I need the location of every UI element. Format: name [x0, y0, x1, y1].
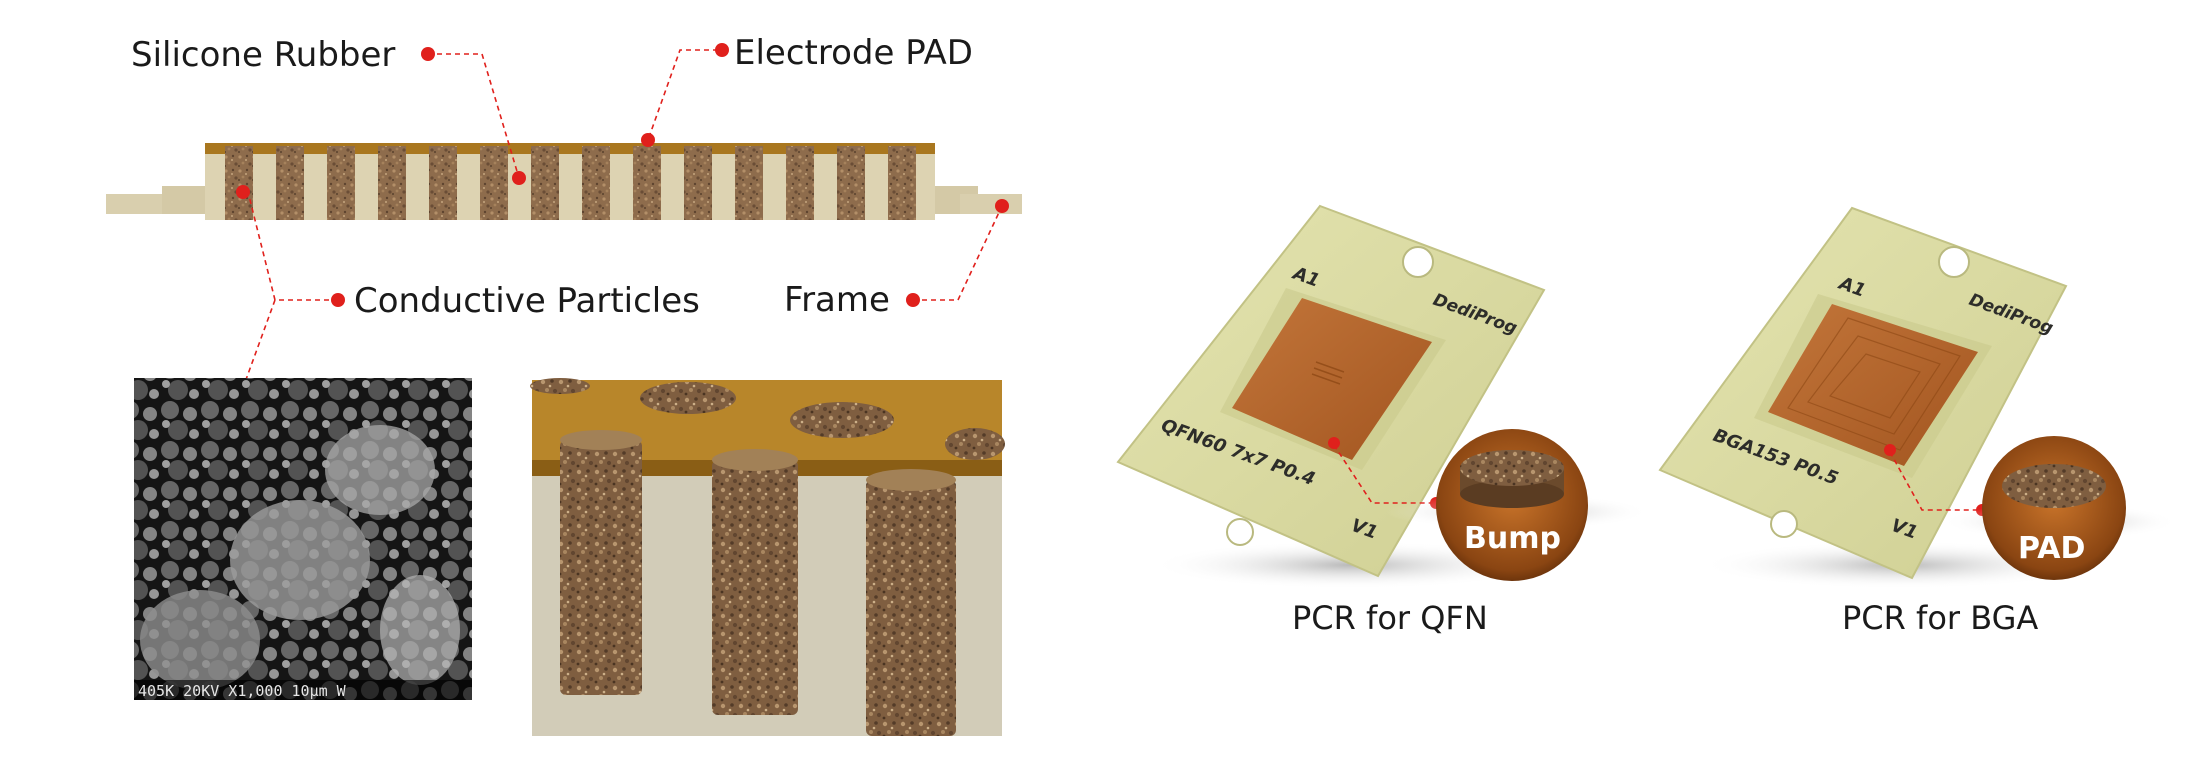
- callout-frame: Frame: [784, 280, 890, 320]
- qfn-card-hole-bottom: [1226, 518, 1254, 546]
- electrode-pad-layer: [205, 143, 935, 154]
- dot-particles-target: [236, 185, 250, 199]
- callout-electrode-pad: Electrode PAD: [734, 33, 973, 73]
- qfn-magnifier-label: Bump: [1464, 521, 1561, 556]
- dot-frame-label: [906, 293, 920, 307]
- silicone-rubber-body: [205, 152, 935, 220]
- leader-silicone: [428, 53, 520, 179]
- leader-frame: [913, 205, 1003, 301]
- dot-electrode-target: [641, 133, 655, 147]
- cross-section-diagram: [106, 143, 1022, 220]
- leader-lines: [239, 49, 1003, 397]
- qfn-card-hole-top: [1402, 246, 1434, 278]
- dot-particles-label: [331, 293, 345, 307]
- sem-micrograph: 405K 20KV X1,000 10µm W: [134, 378, 472, 700]
- sem-scale-footer: 405K 20KV X1,000 10µm W: [138, 682, 347, 700]
- qfn-card-illustration: A1 DediProg QFN60 7x7 P0.4 V1 Bump: [1116, 204, 1650, 589]
- leader-dots: [233, 43, 1009, 403]
- dot-silicone-label: [421, 47, 435, 61]
- leader-electrode: [647, 49, 718, 141]
- column-3d-view: [530, 378, 1005, 736]
- callout-silicone-rubber: Silicone Rubber: [131, 35, 396, 75]
- frame-left-step: [162, 186, 210, 214]
- bga-card-hole-top: [1938, 246, 1970, 278]
- callout-conductive-particles: Conductive Particles: [354, 281, 700, 321]
- bga-magnifier-label: PAD: [2018, 531, 2085, 566]
- dot-frame-target: [995, 199, 1009, 213]
- bga-card-illustration: A1 DediProg BGA153 P0.5 V1 PAD: [1658, 206, 2178, 589]
- frame-right: [960, 194, 1022, 214]
- caption-bga: PCR for BGA: [1842, 599, 2039, 637]
- dot-silicone-target: [512, 171, 526, 185]
- qfn-pad-area: [1232, 298, 1432, 460]
- caption-qfn: PCR for QFN: [1292, 599, 1488, 637]
- bga-card-hole-bottom: [1770, 510, 1798, 538]
- conductive-columns: [225, 146, 916, 220]
- dot-electrode-label: [715, 43, 729, 57]
